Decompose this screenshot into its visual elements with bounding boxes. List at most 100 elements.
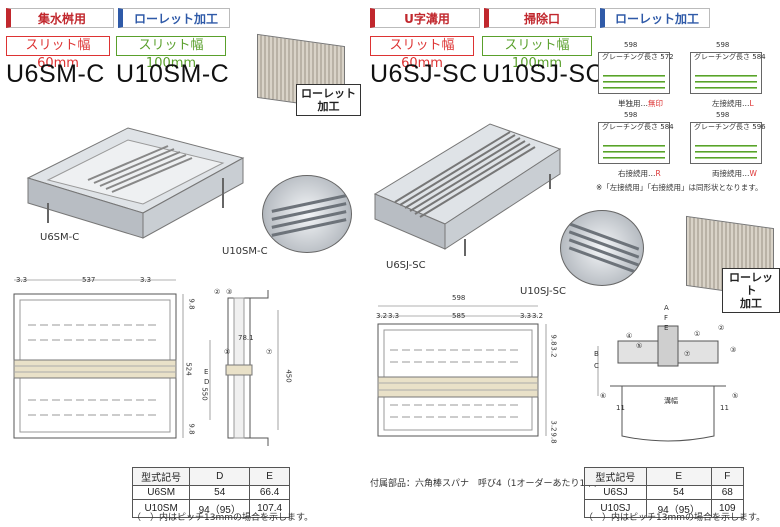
knurl-label: ローレット 加工 (296, 84, 361, 116)
dim-top-mid: 537 (82, 276, 96, 284)
grating-diagram-single (598, 52, 670, 94)
table-cell: 109 (710, 499, 745, 518)
sj-dim-F: F (664, 314, 669, 322)
sj-dim-11-left: 11 (616, 404, 625, 412)
table-row: U10SJ 94（95） 109 (584, 499, 745, 518)
sj-callout-6: ⑥ (600, 392, 607, 400)
grating-width: 598 (716, 111, 730, 119)
spec-table-sj: 型式記号 E F U6SJ 54 68 U10SJ 94（95） 109 (584, 467, 745, 518)
table-cell: 107.4 (249, 499, 290, 518)
grating-width: 598 (624, 41, 638, 49)
sj-dim-B: B (594, 350, 599, 358)
grating-caption-both: 両接続用…W (712, 169, 757, 178)
grating-width: 598 (716, 41, 730, 49)
tag-u-ditch: U字溝用 (370, 8, 480, 28)
pitch-note-left: （ ）内はピッチ13mmの場合を示します。 (132, 513, 314, 523)
grating-diagram-both (690, 122, 762, 164)
sj-callout-1: ① (694, 330, 701, 338)
slit-60-label: スリット幅60mm (6, 36, 110, 71)
knurl-label-line2: 加工 (317, 100, 340, 113)
dim-598: 598 (452, 294, 466, 302)
dim-right-9.8-top: 9.8 (549, 334, 558, 346)
detail-circle-u10sm (262, 175, 352, 253)
table-header-row: 型式記号 D E (131, 467, 290, 486)
dim-right-bot: 9.8 (187, 423, 196, 435)
sj-callout-4: ④ (626, 332, 633, 340)
sj-dim-C: C (594, 362, 599, 370)
dim-right-top: 9.8 (187, 298, 196, 310)
table-cell: 94（95） (189, 499, 251, 518)
knurl-label-line1: ローレット (729, 271, 773, 297)
table-header-cell: 型式記号 (584, 467, 647, 486)
plan-drawing-u6sj (377, 305, 547, 437)
sj-callout-2: ② (718, 324, 725, 332)
section-callout-2: ② (214, 288, 221, 296)
table-cell: 68 (710, 485, 745, 500)
grating-diagram-left (690, 52, 762, 94)
table-header-cell: E (249, 467, 290, 486)
section-callout-7: ⑦ (266, 348, 273, 356)
table-header-row: 型式記号 E F (584, 467, 745, 486)
table-cell: U10SJ (584, 499, 647, 518)
grating-caption-left: 左接続用…L (712, 99, 754, 108)
slit-60-label-right: スリット幅60mm (370, 36, 474, 71)
grating-caption-single: 単独用…無印 (618, 99, 663, 108)
table-cell: U10SM (131, 499, 191, 518)
caption-u6sj-sc: U6SJ-SC (386, 260, 426, 271)
sj-dim-11-right: 11 (720, 404, 729, 412)
table-header-cell: 型式記号 (131, 467, 191, 486)
grating-length-label: グレーチング長さ 584 (602, 123, 674, 131)
grating-diagram-right (598, 122, 670, 164)
tag-knurling-right: ローレット加工 (600, 8, 710, 28)
table-cell: 94（95） (645, 499, 712, 518)
dim-585: 585 (452, 312, 466, 320)
detail-circle-u10sj (560, 210, 644, 286)
knurl-label-line2: 加工 (740, 297, 762, 310)
section-drawing-u6sm (209, 290, 279, 446)
slit-100-label-right: スリット幅100mm (482, 36, 592, 71)
dim-right-3.2-top: 3.2 (549, 346, 558, 358)
tag-cleanout: 掃除口 (484, 8, 596, 28)
grating-length-label: グレーチング長さ 572 (602, 53, 674, 61)
caption-u10sm-c: U10SM-C (222, 246, 268, 257)
dim-3.3-left: 3.3 (388, 312, 400, 320)
sj-callout-7: ⑦ (684, 350, 691, 358)
caption-u10sj-sc: U10SJ-SC (520, 286, 566, 297)
pitch-note-right: （ ）内はピッチ13mmの場合を示します。 (584, 513, 766, 523)
dim-top-right: 3.3 (140, 276, 152, 284)
table-cell: U6SJ (584, 485, 647, 500)
sj-dim-width: 溝幅 (664, 397, 678, 405)
grating-length-label: グレーチング長さ 596 (694, 123, 766, 131)
slit-100-label: スリット幅100mm (116, 36, 226, 71)
dim-3.2-right: 3.2 (532, 312, 544, 320)
table-header-cell: E (645, 467, 712, 486)
table-row: U6SJ 54 68 (584, 485, 745, 500)
section-dim-D: D (204, 378, 210, 386)
knurl-label-line1: ローレット (301, 87, 356, 100)
sj-callout-3: ③ (730, 346, 737, 354)
model-u6sj-sc: U6SJ-SC (370, 60, 478, 88)
section-dim-E: E (204, 368, 209, 376)
section-callout-1: ① (224, 348, 231, 356)
sj-dim-E: E (664, 324, 669, 332)
sj-dim-A: A (664, 304, 669, 312)
section-callout-3: ③ (226, 288, 233, 296)
dim-right-3.2-bot: 3.2 (549, 420, 558, 432)
dim-right-mid: 524 (184, 362, 193, 376)
caption-u6sm-c: U6SM-C (40, 232, 80, 243)
spec-table-sm: 型式記号 D E U6SM 54 66.4 U10SM 94（95） 107.4 (131, 467, 290, 518)
grating-width: 598 (624, 111, 638, 119)
grating-length-label: グレーチング長さ 584 (694, 53, 766, 61)
section-dim-450: 450 (284, 369, 293, 383)
table-cell: U6SM (131, 485, 191, 500)
table-row: U6SM 54 66.4 (131, 485, 290, 500)
table-cell: 54 (645, 485, 712, 500)
model-u6sm-c: U6SM-C (6, 60, 105, 88)
table-header-cell: D (189, 467, 251, 486)
tag-catch-basin: 集水桝用 (6, 8, 114, 28)
product-photo-u6sm (26, 127, 245, 239)
plan-drawing-u6sm (13, 279, 184, 439)
table-header-cell: F (710, 467, 745, 486)
section-dim-550: 550 (200, 387, 209, 401)
dim-right-9.8-bot: 9.8 (549, 432, 558, 444)
